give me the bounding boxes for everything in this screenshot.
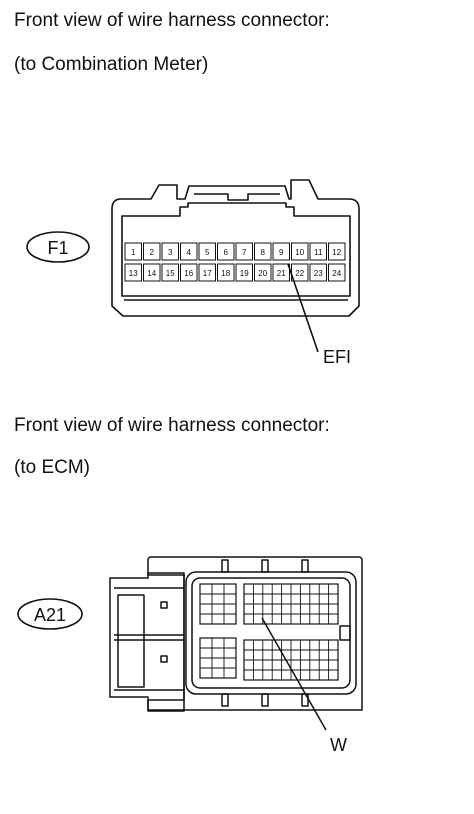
f1-pin-cell	[180, 242, 198, 261]
a21-cavity-grid	[199, 583, 339, 681]
f1-pin-cell	[161, 263, 179, 282]
a21-front-face	[185, 571, 357, 695]
f1-pin-number: 3	[168, 248, 173, 257]
f1-pin-number: 4	[187, 248, 192, 257]
f1-pin-number: 18	[221, 269, 230, 278]
f1-label: F1	[47, 238, 68, 258]
a21-caption-line1: Front view of wire harness connector:	[14, 415, 330, 436]
f1-pin-cell	[198, 242, 216, 261]
f1-pin-number: 13	[129, 269, 138, 278]
f1-inner-cavity	[121, 202, 351, 297]
f1-pin-cell	[198, 263, 216, 282]
f1-pin-cell	[235, 242, 253, 261]
a21-rear-housing	[109, 572, 185, 712]
f1-pin-cell	[291, 242, 309, 261]
f1-pin-number: 17	[203, 269, 212, 278]
f1-pin-number: 16	[184, 269, 193, 278]
a21-main-body	[147, 556, 363, 711]
f1-pin-cell	[309, 263, 327, 282]
f1-pin-number: 23	[314, 269, 323, 278]
a21-notch-bottom-2	[261, 693, 269, 707]
a21-caption-line2: (to ECM)	[14, 457, 90, 478]
f1-pin-number: 14	[147, 269, 156, 278]
f1-pin-number: 2	[150, 248, 155, 257]
a21-notch-bottom-1	[221, 693, 229, 707]
f1-wire-label: EFI	[323, 347, 351, 367]
a21-wire-leader	[261, 617, 327, 731]
a21-side-lock	[339, 625, 351, 641]
f1-pin-cell	[217, 263, 235, 282]
f1-pin-cell	[143, 242, 161, 261]
f1-pin-cell	[254, 242, 272, 261]
f1-pin-number: 15	[166, 269, 175, 278]
f1-pin-number: 8	[261, 248, 266, 257]
f1-pin-cell	[124, 263, 142, 282]
f1-latch-detail	[194, 193, 280, 201]
f1-pin-cell	[217, 242, 235, 261]
f1-pin-cell	[328, 242, 346, 261]
f1-housing-outline	[111, 179, 360, 317]
f1-pin-number: 12	[332, 248, 341, 257]
f1-pin-cell	[309, 242, 327, 261]
a21-label-badge	[17, 598, 83, 630]
a21-rear-slot-bottom	[160, 655, 168, 663]
f1-wire-leader	[287, 263, 319, 353]
f1-pin-cell	[254, 263, 272, 282]
f1-label-badge	[26, 231, 90, 263]
f1-pin-number: 21	[277, 269, 286, 278]
f1-pin-cell	[272, 263, 290, 282]
f1-pin-cell	[272, 242, 290, 261]
a21-label: A21	[34, 605, 66, 625]
f1-caption-line1: Front view of wire harness connector:	[14, 10, 330, 31]
f1-pin-number: 20	[258, 269, 267, 278]
f1-pin-number: 22	[295, 269, 304, 278]
f1-pin-number: 10	[295, 248, 304, 257]
f1-pin-number: 6	[224, 248, 229, 257]
f1-pin-cell	[291, 263, 309, 282]
f1-pin-number: 1	[131, 248, 136, 257]
f1-pin-number: 11	[314, 248, 323, 257]
f1-pin-cell	[328, 263, 346, 282]
f1-pin-number: 7	[242, 248, 247, 257]
a21-rear-slot-top	[160, 601, 168, 609]
f1-pin-number: 19	[240, 269, 249, 278]
f1-caption-line2: (to Combination Meter)	[14, 54, 209, 75]
a21-wire-label: W	[330, 735, 347, 755]
f1-pin-number: 24	[332, 269, 341, 278]
f1-pin-cell	[235, 263, 253, 282]
a21-notch-top-2	[261, 559, 269, 573]
f1-pin-cell	[124, 242, 142, 261]
f1-pin-number: 9	[279, 248, 284, 257]
f1-pin-cell	[180, 263, 198, 282]
f1-connector	[111, 179, 360, 353]
a21-rear-tab-left	[117, 594, 145, 688]
a21-notch-top-3	[301, 559, 309, 573]
f1-pin-cell	[143, 263, 161, 282]
a21-notch-top-1	[221, 559, 229, 573]
f1-pin-cell	[161, 242, 179, 261]
f1-pin-number: 5	[205, 248, 210, 257]
a21-connector	[109, 556, 363, 731]
